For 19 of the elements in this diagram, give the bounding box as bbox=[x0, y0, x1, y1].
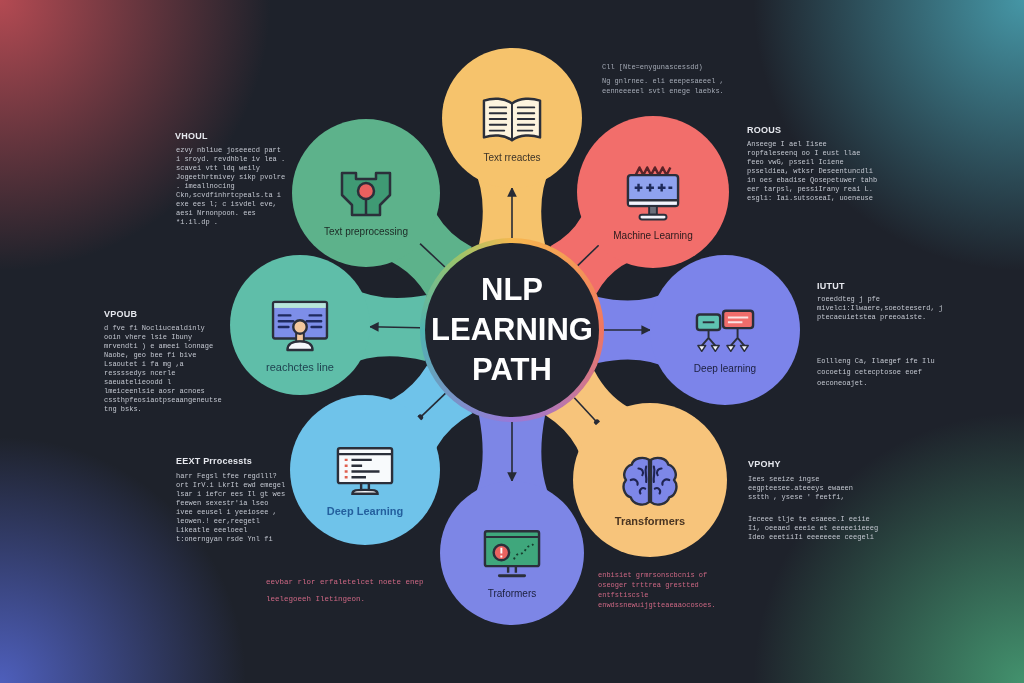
node-label: Deep Learning bbox=[326, 504, 404, 519]
section-heading: VPOHY bbox=[748, 458, 781, 471]
node-label: Text preprocessing bbox=[324, 226, 408, 239]
arrow bbox=[603, 325, 651, 335]
node-label: Machine Learning bbox=[613, 230, 693, 243]
node-label: Transformers bbox=[614, 514, 686, 529]
arrow bbox=[507, 421, 517, 482]
node-label: Text rreactes bbox=[483, 152, 541, 165]
section-heading: VPOUB bbox=[104, 308, 138, 321]
node-label: Deep learning bbox=[693, 363, 757, 376]
section-heading: VHOUL bbox=[175, 130, 208, 143]
node-label: reachctes line bbox=[266, 360, 334, 375]
section-heading: ROOUS bbox=[747, 124, 782, 137]
section-heading: EEXT Prrocessts bbox=[176, 455, 252, 468]
section-heading: IUTUT bbox=[817, 280, 845, 293]
node-label: Traformers bbox=[487, 588, 537, 601]
arrow bbox=[507, 187, 517, 239]
hub-title: NLP LEARNING PATH bbox=[430, 271, 594, 389]
arrow bbox=[369, 322, 421, 332]
